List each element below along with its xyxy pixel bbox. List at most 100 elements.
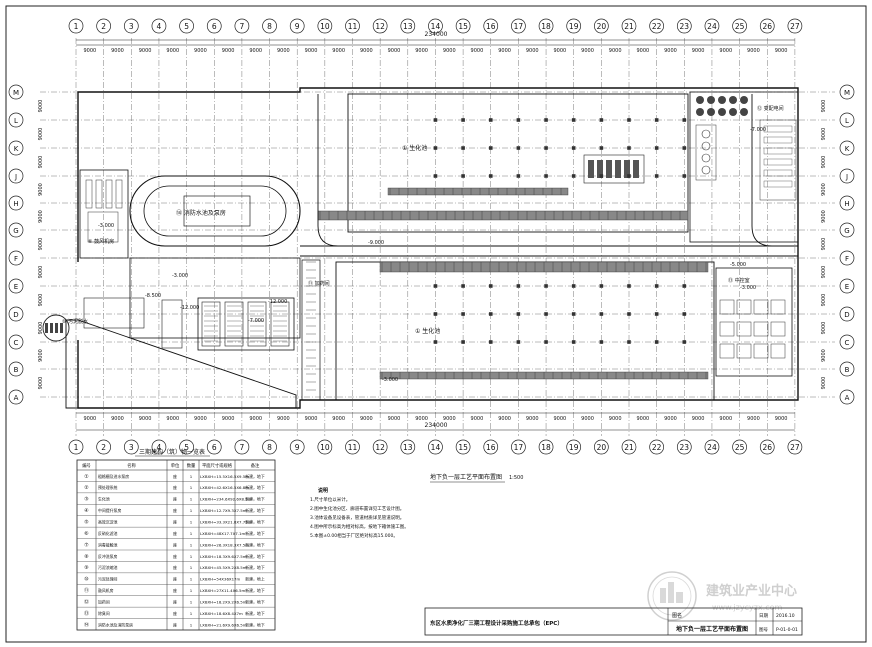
- column-mark: [682, 284, 687, 288]
- table-cell: 消毒接触池: [98, 542, 118, 547]
- side-dimension: 9000: [821, 100, 827, 113]
- column-mark: [544, 146, 548, 150]
- pump-circle: [701, 165, 711, 175]
- table-cell: 座: [173, 599, 177, 604]
- bio-tank-north-block: [347, 93, 689, 233]
- table-cell: LXBXH=12.7X9.3X7.5m: [200, 508, 247, 513]
- sheet-border: [5, 5, 867, 643]
- note-3: 3.池体设备见设备表，管道材质详见管道说明。: [310, 514, 404, 521]
- table-cell: 座: [173, 485, 177, 490]
- axis-bubble: [8, 140, 24, 156]
- axis-row-label: C: [14, 339, 19, 347]
- bay-dimension: 9000: [83, 416, 96, 422]
- axis-bubble: [8, 112, 24, 128]
- axis-bubble: [96, 18, 112, 34]
- axis-bubble: [759, 18, 775, 34]
- watermark-logo-icon: [647, 571, 697, 621]
- table-cell: 1: [190, 508, 193, 513]
- table-cell: 反冲洗泵房: [98, 554, 118, 559]
- panel: [763, 136, 793, 144]
- column-mark: [571, 312, 576, 316]
- axis-col-label: 3: [129, 22, 134, 31]
- table-cell: LXBXH=54X36X17m: [200, 577, 241, 582]
- side-dimension: 9000: [38, 210, 44, 223]
- bay-dimension: 9000: [443, 416, 456, 422]
- axis-col-label: 17: [514, 22, 524, 31]
- column-mark: [627, 174, 631, 178]
- axis-bubble: [8, 278, 24, 294]
- table-cell: 1: [190, 531, 193, 536]
- axis-row-label: F: [845, 255, 849, 263]
- bay-dimension: 9000: [222, 416, 235, 422]
- column-mark: [488, 284, 493, 288]
- control-cell: [736, 299, 752, 315]
- table-cell: 新建，地下: [245, 519, 265, 524]
- axis-bubble: [8, 306, 24, 322]
- axis-col-label: 26: [762, 22, 772, 31]
- table-cell: 粗格栅及进水泵房: [98, 474, 129, 479]
- cabinet: [695, 124, 717, 181]
- column-mark: [654, 118, 659, 122]
- column-mark: [571, 340, 576, 344]
- table-cell: ④: [84, 508, 89, 514]
- blower-unit: [85, 179, 93, 209]
- bay-dimension: 9000: [581, 416, 594, 422]
- bay-dimension: 9000: [471, 48, 484, 54]
- table-cell: 消防水池及消防泵房: [98, 622, 133, 627]
- axis-bubble: [787, 18, 803, 34]
- bay-dimension: 9000: [609, 48, 622, 54]
- tank-equipment: [45, 323, 48, 333]
- bay-dimension: 9000: [139, 416, 152, 422]
- table-cell: 1: [190, 542, 193, 547]
- table-cell: 新建，地下: [245, 554, 265, 559]
- axis-row-label: M: [844, 89, 850, 97]
- table-cell: LXBXH=18.2X9.2X6.5m: [200, 599, 247, 604]
- column-mark: [433, 284, 438, 288]
- table-cell: 新建，地下: [245, 611, 265, 616]
- axis-col-label: 5: [184, 22, 189, 31]
- column-mark: [682, 174, 687, 178]
- axis-row-label: C: [845, 339, 850, 347]
- axis-bubble: [289, 18, 305, 34]
- axis-bubble: [483, 18, 499, 34]
- tank-circle: [696, 108, 704, 116]
- note-1: 1.尺寸单位以米计。: [310, 496, 350, 503]
- elevation-7: -3.000: [98, 223, 114, 229]
- table-cell: 座: [173, 519, 177, 524]
- equipment-unit: [597, 160, 603, 178]
- axis-row-label: J: [14, 173, 17, 181]
- column-mark: [599, 312, 604, 316]
- bay-dimension: 9000: [415, 416, 428, 422]
- column-mark: [461, 174, 465, 178]
- tank-circle: [707, 96, 715, 104]
- table-cell: LXBXH=27X11.4X6.5m: [200, 588, 245, 593]
- bay-dimension: 9000: [775, 48, 788, 54]
- equipment-strip: [317, 210, 689, 221]
- axis-col-label: 11: [348, 22, 358, 31]
- column-mark: [682, 146, 687, 150]
- column-mark: [516, 340, 521, 344]
- tank-circle: [740, 108, 748, 116]
- elevation-4: -12.000: [268, 299, 287, 305]
- control-cell: [753, 343, 769, 359]
- bay-dimension: 9000: [83, 48, 96, 54]
- table-cell: ⑬: [84, 610, 89, 617]
- drawing-date: 2016.10: [776, 613, 795, 619]
- column-mark: [654, 284, 659, 288]
- axis-bubble: [839, 195, 855, 211]
- panel: [763, 169, 793, 177]
- axis-col-label: 4: [157, 443, 162, 452]
- bay-dimension: 9000: [277, 416, 290, 422]
- note-5: 5.本图±0.00相当于厂区绝对标高15.000。: [310, 532, 398, 539]
- table-cell: LXBXH=33.3X21.8X7.75m: [200, 519, 252, 524]
- axis-bubble: [455, 18, 471, 34]
- filter-block: [197, 297, 295, 351]
- table-cell: 1: [190, 554, 193, 559]
- side-dimension: 9000: [38, 349, 44, 362]
- tank-circle: [718, 96, 726, 104]
- axis-bubble: [123, 18, 139, 34]
- axis-col-label: 21: [624, 443, 634, 452]
- axis-bubble: [839, 168, 855, 184]
- axis-bubble: [839, 278, 855, 294]
- axis-col-label: 24: [707, 22, 717, 31]
